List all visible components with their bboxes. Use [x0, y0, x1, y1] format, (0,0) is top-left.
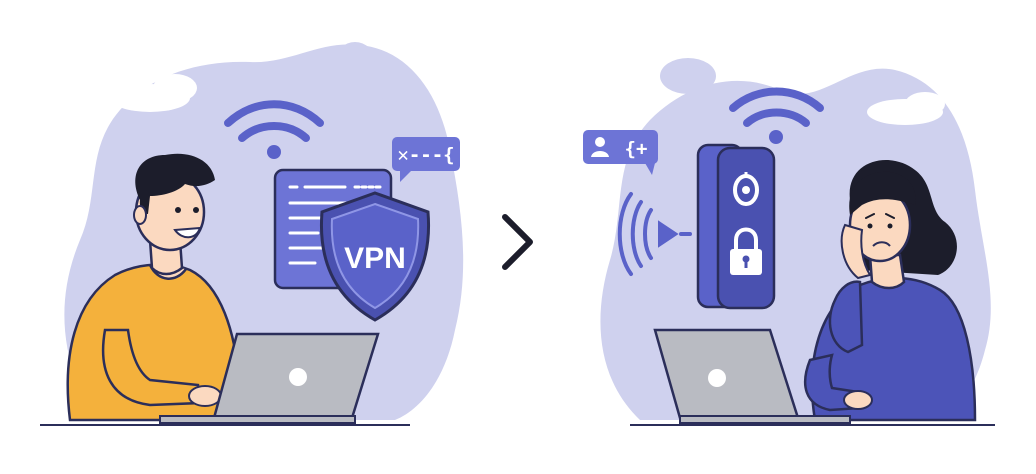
padlock-icon — [730, 227, 762, 275]
user-bubble: {+ — [583, 130, 658, 175]
right-panel: {+ — [583, 58, 995, 426]
bubble-text: ✕---{ — [397, 144, 454, 166]
shield-icon: VPN — [319, 191, 431, 322]
laptop-logo — [289, 368, 307, 386]
sound-wave-icon — [617, 192, 692, 276]
shield-label: VPN — [344, 242, 406, 275]
woman-character — [803, 160, 977, 422]
man-character — [66, 153, 242, 422]
cloud — [867, 92, 945, 125]
camera-icon — [733, 172, 759, 206]
wifi-icon — [729, 87, 824, 144]
lock-device — [696, 143, 776, 310]
chevron-right-icon — [502, 214, 533, 270]
laptop — [159, 332, 380, 424]
left-panel: VPN ✕---{ — [40, 42, 464, 426]
speech-bubble: ✕---{ — [392, 137, 460, 182]
laptop-logo — [708, 369, 726, 387]
cloud — [110, 74, 197, 112]
decor-bubble — [377, 97, 399, 119]
bubble-text: {+ — [625, 138, 648, 160]
decor-bubble — [335, 42, 375, 82]
user-icon — [591, 137, 609, 157]
wifi-icon — [224, 100, 324, 159]
decor-bubble — [660, 58, 716, 94]
laptop — [653, 328, 851, 424]
